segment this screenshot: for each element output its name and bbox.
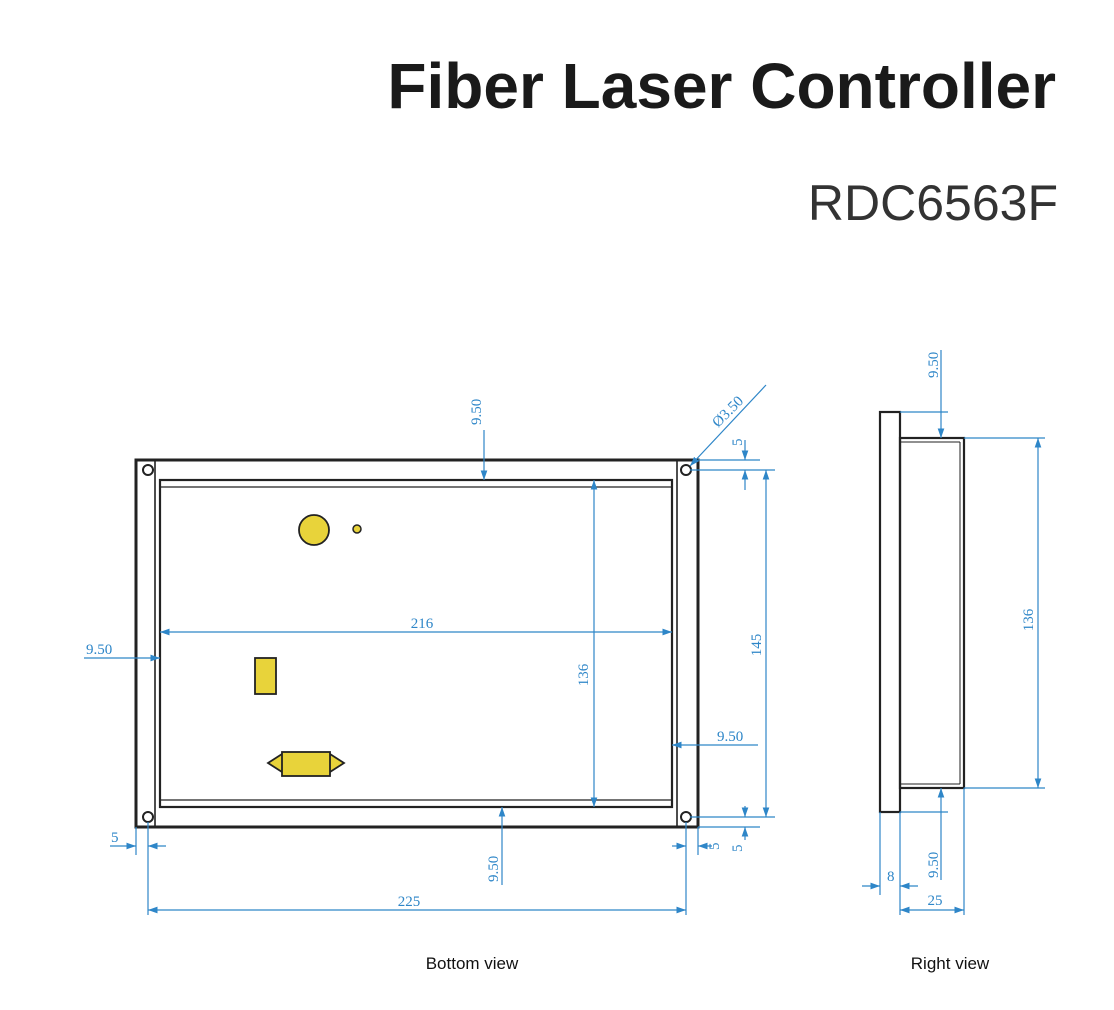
dim-left-corner-label: 5: [111, 830, 119, 846]
bottom-view-caption: Bottom view: [426, 954, 519, 973]
dim-hole-span-label: 145: [749, 634, 765, 657]
mounting-hole-bottom-left: [142, 811, 154, 823]
dim-inner-width-label: 216: [411, 616, 434, 632]
dim-left-offset-label: 9.50: [86, 642, 112, 658]
dim-right-corner-label: 5: [707, 843, 723, 851]
rv-dim-depth-label: 25: [928, 893, 943, 909]
mounting-hole-bottom-right: [680, 811, 692, 823]
dim-top-offset-label: 9.50: [469, 399, 485, 425]
inner-panel: [158, 478, 674, 809]
dim-right-offset-label: 9.50: [717, 729, 743, 745]
mounting-hole-top-left: [142, 464, 154, 476]
mounting-hole-top-right: [680, 464, 692, 476]
dim-hole-diameter-leader: [689, 384, 767, 467]
outer-plate: [134, 458, 700, 829]
dim-overall-width-label: 225: [398, 894, 421, 910]
model-number: RDC6563F: [808, 175, 1058, 231]
side-flange: [878, 410, 902, 814]
rv-dim-top-offset-label: 9.50: [926, 352, 942, 378]
dim-bottom-offset-label: 9.50: [486, 856, 502, 882]
right-view: 9.50 136 9.50 8 25 Right view: [862, 350, 1045, 973]
rv-dim-height-label: 136: [1021, 608, 1037, 631]
dim-corner-top-label: 5: [730, 439, 746, 447]
db-connector-body: [281, 751, 331, 777]
page-title: Fiber Laser Controller: [387, 50, 1056, 122]
dim-bottom-corner-label: 5: [730, 845, 746, 853]
right-view-caption: Right view: [911, 954, 990, 973]
side-body: [898, 436, 966, 790]
rv-dim-bottom-offset-label: 9.50: [926, 852, 942, 878]
round-connector-large: [298, 514, 330, 546]
rv-dim-flange-label: 8: [887, 869, 895, 885]
mounting-holes: [142, 464, 692, 823]
round-connector-small: [352, 524, 362, 534]
bottom-view: 9.50 Ø3.50 5 216 136 9.50 145 9.50 5: [84, 384, 775, 973]
dim-inner-height-label: 136: [576, 663, 592, 686]
rectangular-port: [254, 657, 277, 695]
